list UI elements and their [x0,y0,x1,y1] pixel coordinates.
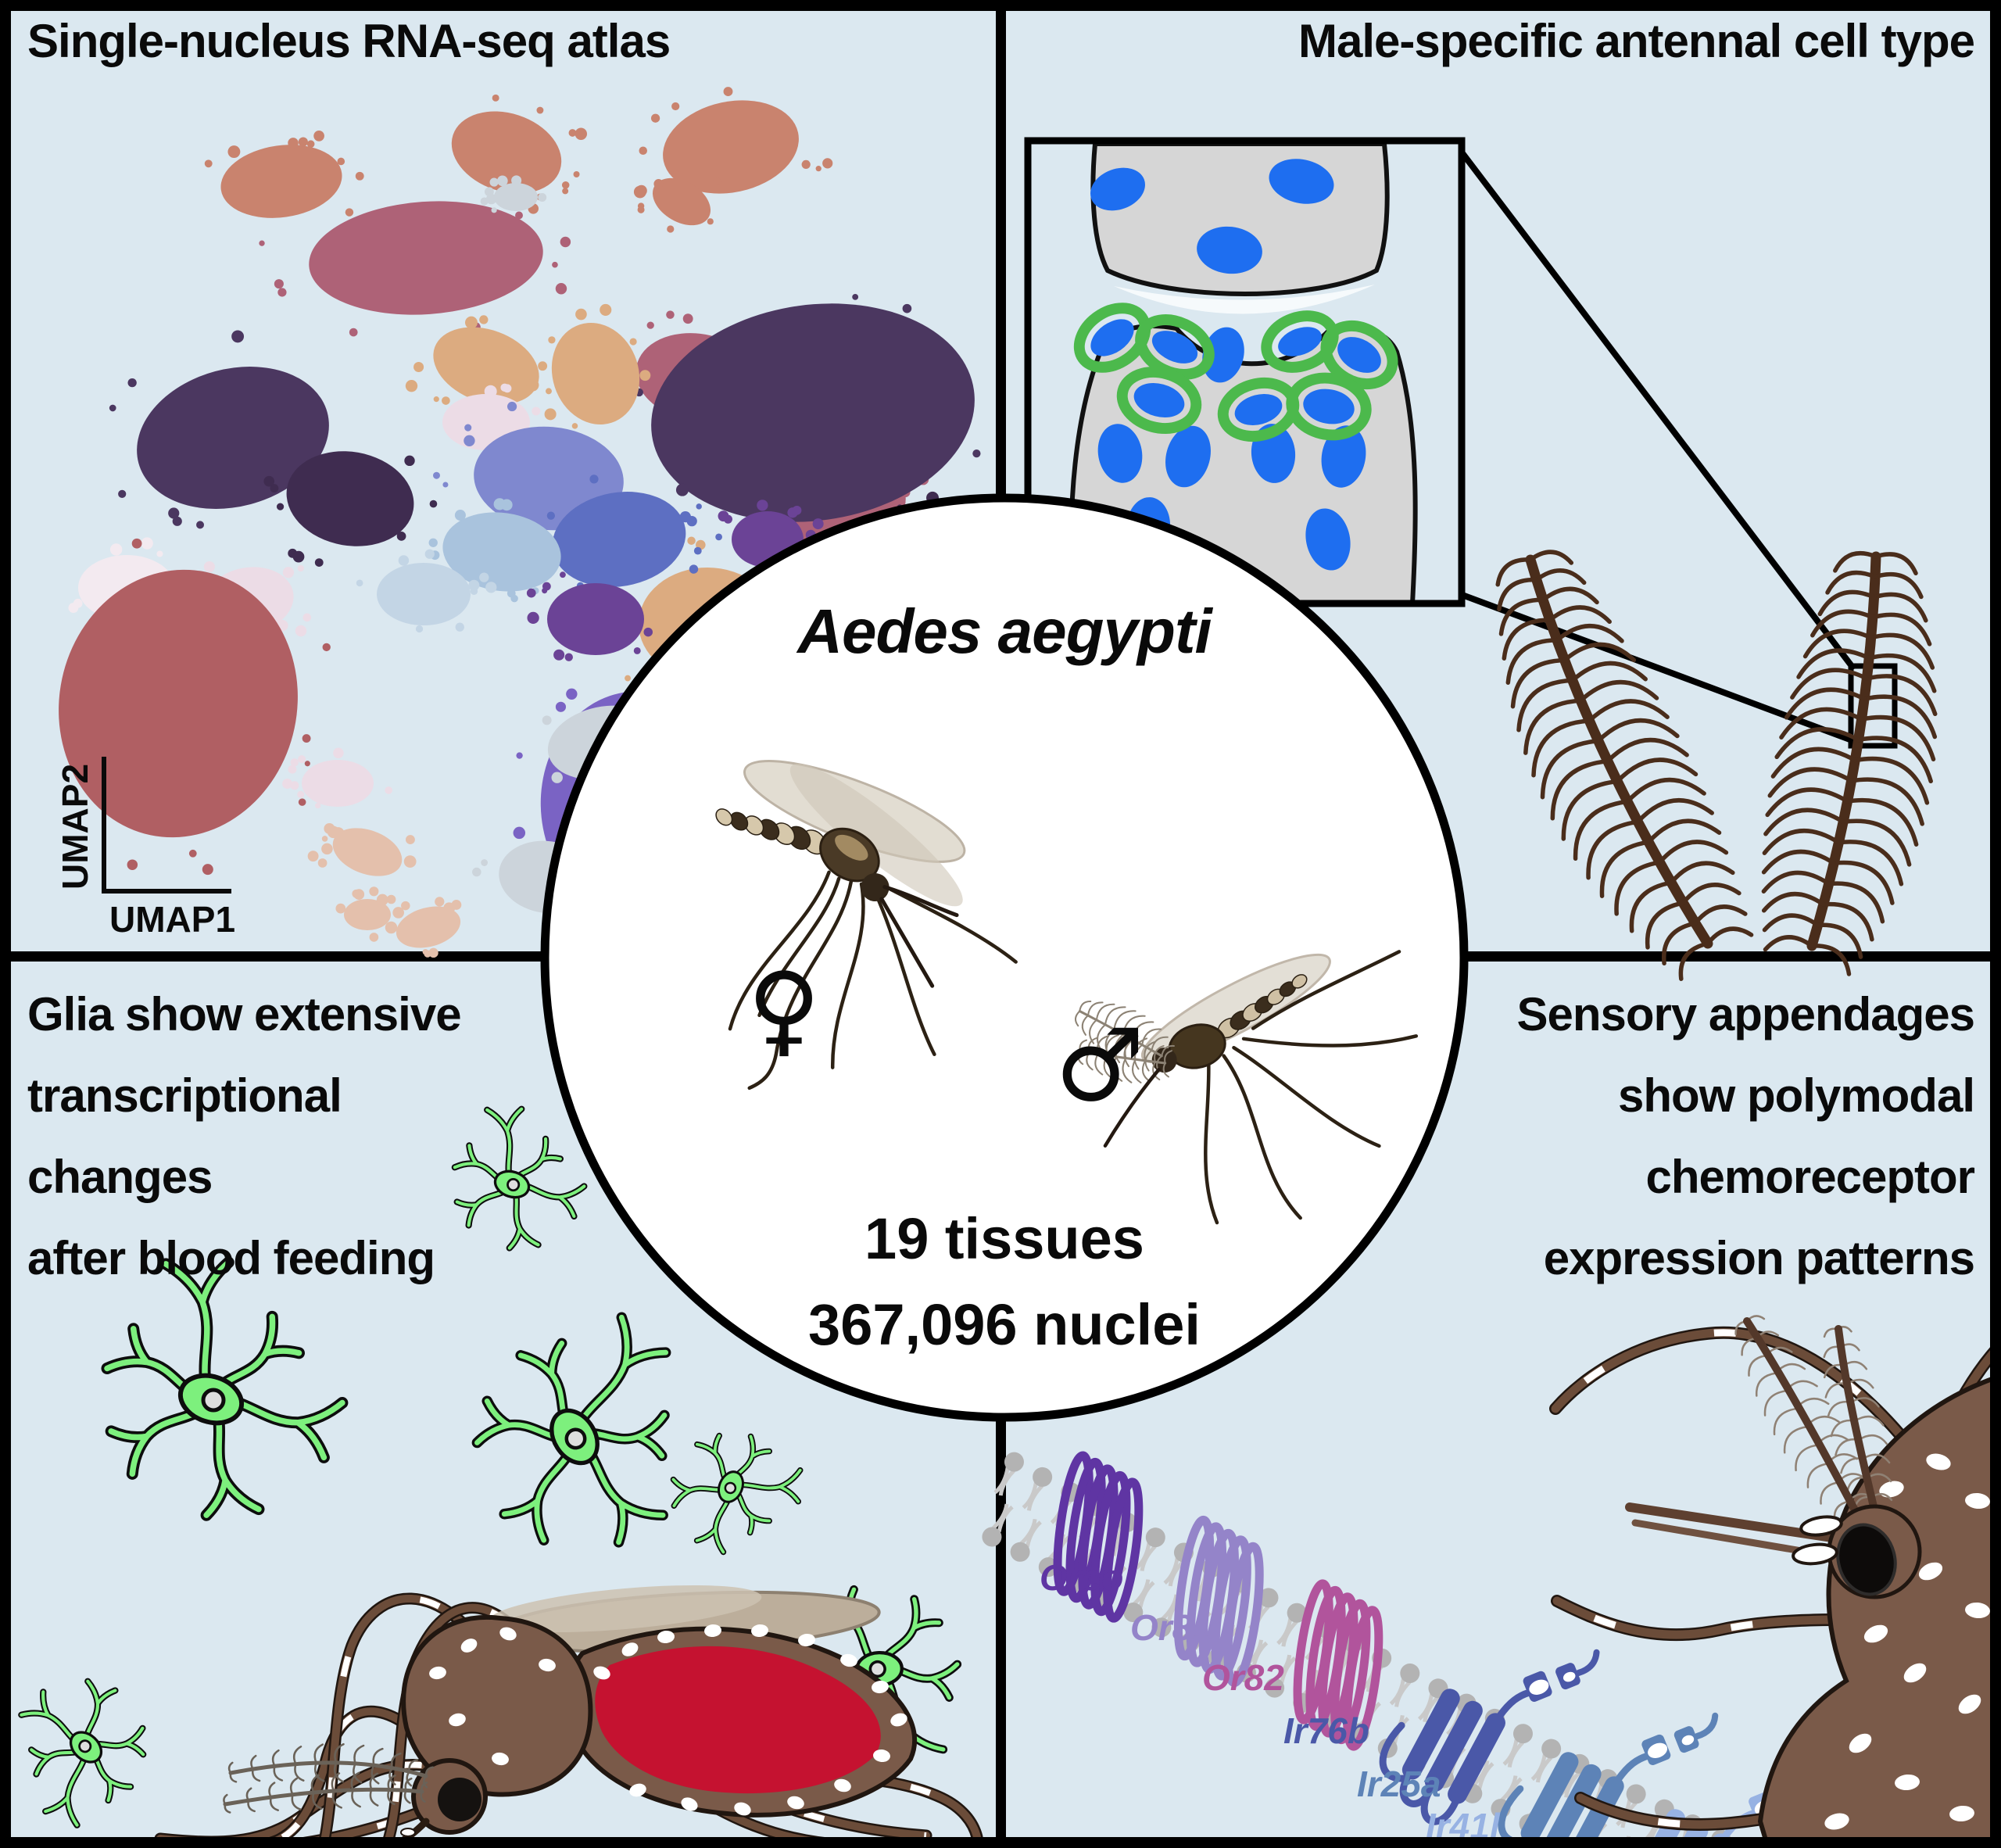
receptor-label-ir76b: Ir76b [1283,1710,1369,1751]
receptor-label-or81: Or81 [1130,1607,1212,1648]
female-symbol: ♀ [747,951,821,1068]
umap1-axis-label: UMAP1 [109,899,235,940]
stat-nuclei: 367,096 nuclei [808,1292,1201,1357]
umap2-axis-label: UMAP2 [55,764,95,890]
center-photos [715,760,1419,1225]
receptor-label-orco: Orco [1040,1557,1123,1598]
panel-title-male-antennal: Male-specific antennal cell type [1298,15,1975,67]
glia-line-4: after blood feeding [27,1232,435,1284]
umap-axes: UMAP2 UMAP1 [55,757,235,940]
sensory-line-4: expression patterns [1543,1232,1975,1284]
glia-line-2: transcriptional [27,1069,342,1122]
center-circle [540,493,1469,1422]
glia-cells [18,1105,962,1828]
chemoreceptor-membrane [982,1451,1825,1848]
male-mosquito-photo [1075,950,1419,1225]
sensory-line-3: chemoreceptor [1645,1151,1975,1203]
mosquito-head-illustration [1549,1315,2001,1848]
receptor-label-ir25a: Ir25a [1357,1764,1441,1804]
male-symbol: ♂ [1054,1008,1145,1124]
receptor-label-or82: Or82 [1202,1657,1284,1698]
glia-line-1: Glia show extensive [27,988,462,1040]
panel-text-glia: Glia show extensive transcriptional chan… [27,974,462,1299]
panel-text-sensory: Sensory appendages show polymodal chemor… [1516,974,1975,1299]
blood-fed-mosquito-illustration [154,1585,983,1848]
male-plumose-antennae [1495,550,1938,981]
species-title: Aedes aegypti [797,596,1212,666]
glia-line-3: changes [27,1151,213,1203]
sensory-line-1: Sensory appendages [1516,988,1975,1040]
stat-tissues: 19 tissues [864,1206,1144,1271]
sensory-line-2: show polymodal [1617,1069,1975,1122]
panel-title-snrnaseq-atlas: Single-nucleus RNA-seq atlas [27,15,671,67]
female-mosquito-photo [715,760,1018,1091]
